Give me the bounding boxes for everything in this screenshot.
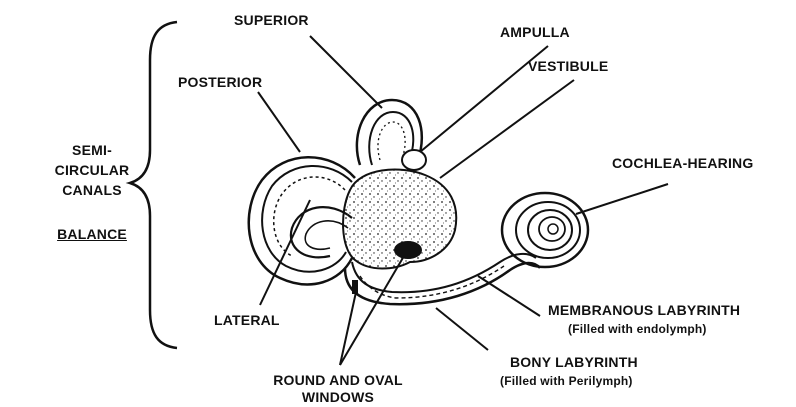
label-vestibule: VESTIBULE [528,58,608,74]
window-spot [394,241,422,259]
label-ampulla: AMPULLA [500,24,570,40]
label-semi: SEMI- [56,142,128,158]
posterior-canal [249,157,355,284]
label-bony-sub: (Filled with Perilymph) [500,374,633,388]
label-membranous: MEMBRANOUS LABYRINTH [548,302,740,318]
label-round-oval-2: WINDOWS [250,389,426,405]
label-membranous-sub: (Filled with endolymph) [568,322,707,336]
label-cochlea: COCHLEA-HEARING [612,155,753,171]
label-balance: BALANCE [46,226,138,242]
label-circular: CIRCULAR [46,162,138,178]
ampulla-bulb [402,150,426,170]
brace-mark [130,22,177,348]
label-round-oval-1: ROUND AND OVAL [250,372,426,388]
label-canals: CANALS [50,182,134,198]
cochlea-spiral [502,193,588,267]
label-posterior: POSTERIOR [178,74,262,90]
label-superior: SUPERIOR [234,12,309,28]
label-bony: BONY LABYRINTH [510,354,638,370]
label-lateral: LATERAL [214,312,280,328]
